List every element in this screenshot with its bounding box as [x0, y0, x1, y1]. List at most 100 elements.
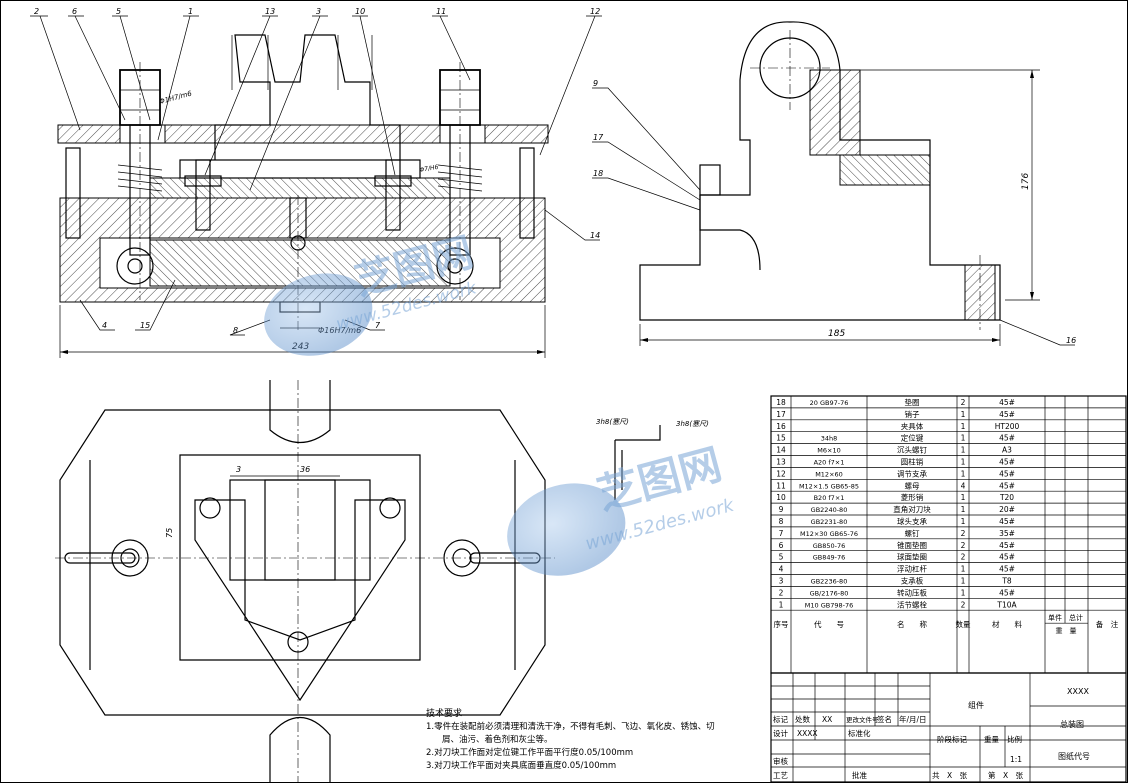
tech-item-3: 3.对刀块工作平面对夹具底面垂直度0.05/100mm — [426, 761, 617, 771]
bom-material: 45# — [999, 588, 1015, 597]
tb-check: 审核 — [773, 756, 788, 766]
balloon-13: 13 — [265, 7, 275, 16]
balloon-16: 4 — [102, 321, 107, 330]
balloon-15: 8 — [233, 326, 238, 335]
bom-code: GB/2176-80 — [810, 589, 849, 597]
tb-sheet: 第 X 张 — [988, 770, 1024, 780]
front-balloons: 2 6 5 1 13 3 10 11 12 4 15 8 7 14 — [30, 7, 602, 336]
bom-material: 45# — [999, 565, 1015, 574]
tb-standard: 标准化 — [848, 728, 871, 738]
bom-no: 13 — [776, 458, 786, 467]
bom-no: 9 — [779, 505, 784, 514]
bom-name: 球面垫圈 — [897, 552, 927, 562]
balloon-12: 12 — [590, 7, 600, 16]
tb-weight: 重量 — [984, 735, 999, 744]
bom-material: T10A — [996, 600, 1017, 609]
tb-zones: 处数 — [795, 714, 810, 724]
balloon-17: 17 — [593, 133, 604, 142]
bom-material: 45# — [999, 469, 1015, 478]
tech-title: 技术要求 — [426, 709, 463, 719]
bom-qty: 2 — [961, 398, 966, 407]
bom-name: 支承板 — [901, 576, 924, 586]
bom-qty: 1 — [961, 434, 966, 443]
bom-header-qty: 数量 — [956, 619, 971, 629]
bom-code: M12×1.5 GB65-85 — [799, 482, 859, 490]
bom-code: GB849-76 — [813, 554, 846, 562]
bom-name: 夹具体 — [901, 421, 924, 431]
tech-item-2: 2.对刀块工作面对定位键工作平面平行度0.05/100mm — [426, 748, 634, 758]
front-view: 243 Φ16H7/m6 Φ1H7/m6 Φ7/H6 — [57, 34, 549, 358]
drawing-name: 总装图 — [1060, 719, 1084, 729]
bom-name: 销子 — [905, 409, 920, 419]
tech-item-1: 1.零件在装配前必须清理和清洗干净，不得有毛刺、飞边、氧化皮、锈蚀、切 — [426, 722, 715, 732]
support-plate — [149, 177, 451, 199]
balloon-11: 11 — [436, 7, 446, 16]
bom-qty: 1 — [961, 577, 966, 586]
bom-no: 17 — [776, 410, 786, 419]
tb-sheets: 共 X 张 — [932, 771, 968, 780]
bom-header-no: 序号 — [774, 619, 789, 629]
balloon-14: 18 — [593, 169, 603, 178]
balloon-18: 14 — [590, 231, 600, 240]
balloon-4: 15 — [140, 321, 150, 330]
side-plate-section — [839, 154, 931, 186]
tb-marker: 标记 — [773, 714, 788, 724]
bom-no: 3 — [779, 577, 784, 586]
tb-process: 工艺 — [773, 771, 788, 780]
bom-material: 45# — [999, 481, 1015, 490]
bom-code: GB850-76 — [813, 542, 846, 550]
bom-material: 45# — [999, 410, 1015, 419]
bom-header-weight: 重 量 — [1056, 627, 1077, 635]
bom-name: 螺钉 — [905, 528, 920, 538]
balloon-7: 16 — [1066, 336, 1076, 345]
bom-no: 10 — [776, 493, 786, 502]
bom-material: 45# — [999, 398, 1015, 407]
bom-no: 6 — [779, 541, 784, 550]
bom-qty: 1 — [961, 517, 966, 526]
bom-header-code: 代 号 — [814, 619, 844, 629]
bom-name: 转动压板 — [897, 587, 927, 597]
bom-no: 8 — [779, 517, 784, 526]
bom-qty: 1 — [961, 565, 966, 574]
bom-header-material: 材 料 — [992, 619, 1022, 629]
bom-code: 20 GB97-76 — [810, 399, 849, 407]
bom-material: 45# — [999, 517, 1015, 526]
dim-side-height: 176 — [1021, 173, 1031, 190]
bom-material: HT200 — [995, 422, 1020, 431]
bom-qty: 2 — [961, 600, 966, 609]
tech-item-1b: 屑、油污、着色剂和灰尘等。 — [442, 735, 553, 745]
technical-requirements: 技术要求 1.零件在装配前必须清理和清洗干净，不得有毛刺、飞边、氧化皮、锈蚀、切… — [426, 708, 771, 773]
bom-material: T20 — [999, 493, 1014, 502]
bom-name: 定位键 — [901, 433, 924, 443]
bom-code: GB2240-80 — [811, 506, 848, 514]
tb-date: 年/月/日 — [899, 714, 927, 724]
dim-fit-small: Φ7/H6 — [419, 164, 439, 174]
gauge-label-2: 3h8(塞尺) — [676, 420, 709, 428]
floating-lever — [149, 239, 451, 287]
bom-no: 7 — [779, 529, 784, 538]
balloon-10: 10 — [355, 7, 365, 16]
bom-qty: 2 — [961, 529, 966, 538]
bom-name: 活节螺栓 — [897, 599, 927, 609]
bom-name: 菱形销 — [901, 492, 924, 502]
bom-qty: 1 — [961, 446, 966, 455]
bom-qty: 1 — [961, 588, 966, 597]
bom-qty: 1 — [961, 422, 966, 431]
tb-design: 设计 — [773, 728, 788, 738]
bom-name: 球头支承 — [897, 516, 927, 526]
bom-material: 45# — [999, 541, 1015, 550]
bom-material: 45# — [999, 434, 1015, 443]
gauge-label-1: 3h8(塞尺) — [596, 418, 629, 426]
bom-name: 螺母 — [905, 480, 920, 490]
tb-change-doc: 更改文件号 — [846, 715, 879, 724]
bom-name: 沉头螺钉 — [897, 445, 927, 455]
balloon-2: 2 — [34, 7, 39, 16]
org-name: XXXX — [1067, 687, 1089, 696]
bom-name: 调节支承 — [897, 468, 927, 478]
bom-no: 1 — [779, 600, 784, 609]
side-bolt-section — [809, 69, 861, 156]
tb-stage: 阶段标记 — [937, 734, 967, 744]
bom-qty: 1 — [961, 469, 966, 478]
